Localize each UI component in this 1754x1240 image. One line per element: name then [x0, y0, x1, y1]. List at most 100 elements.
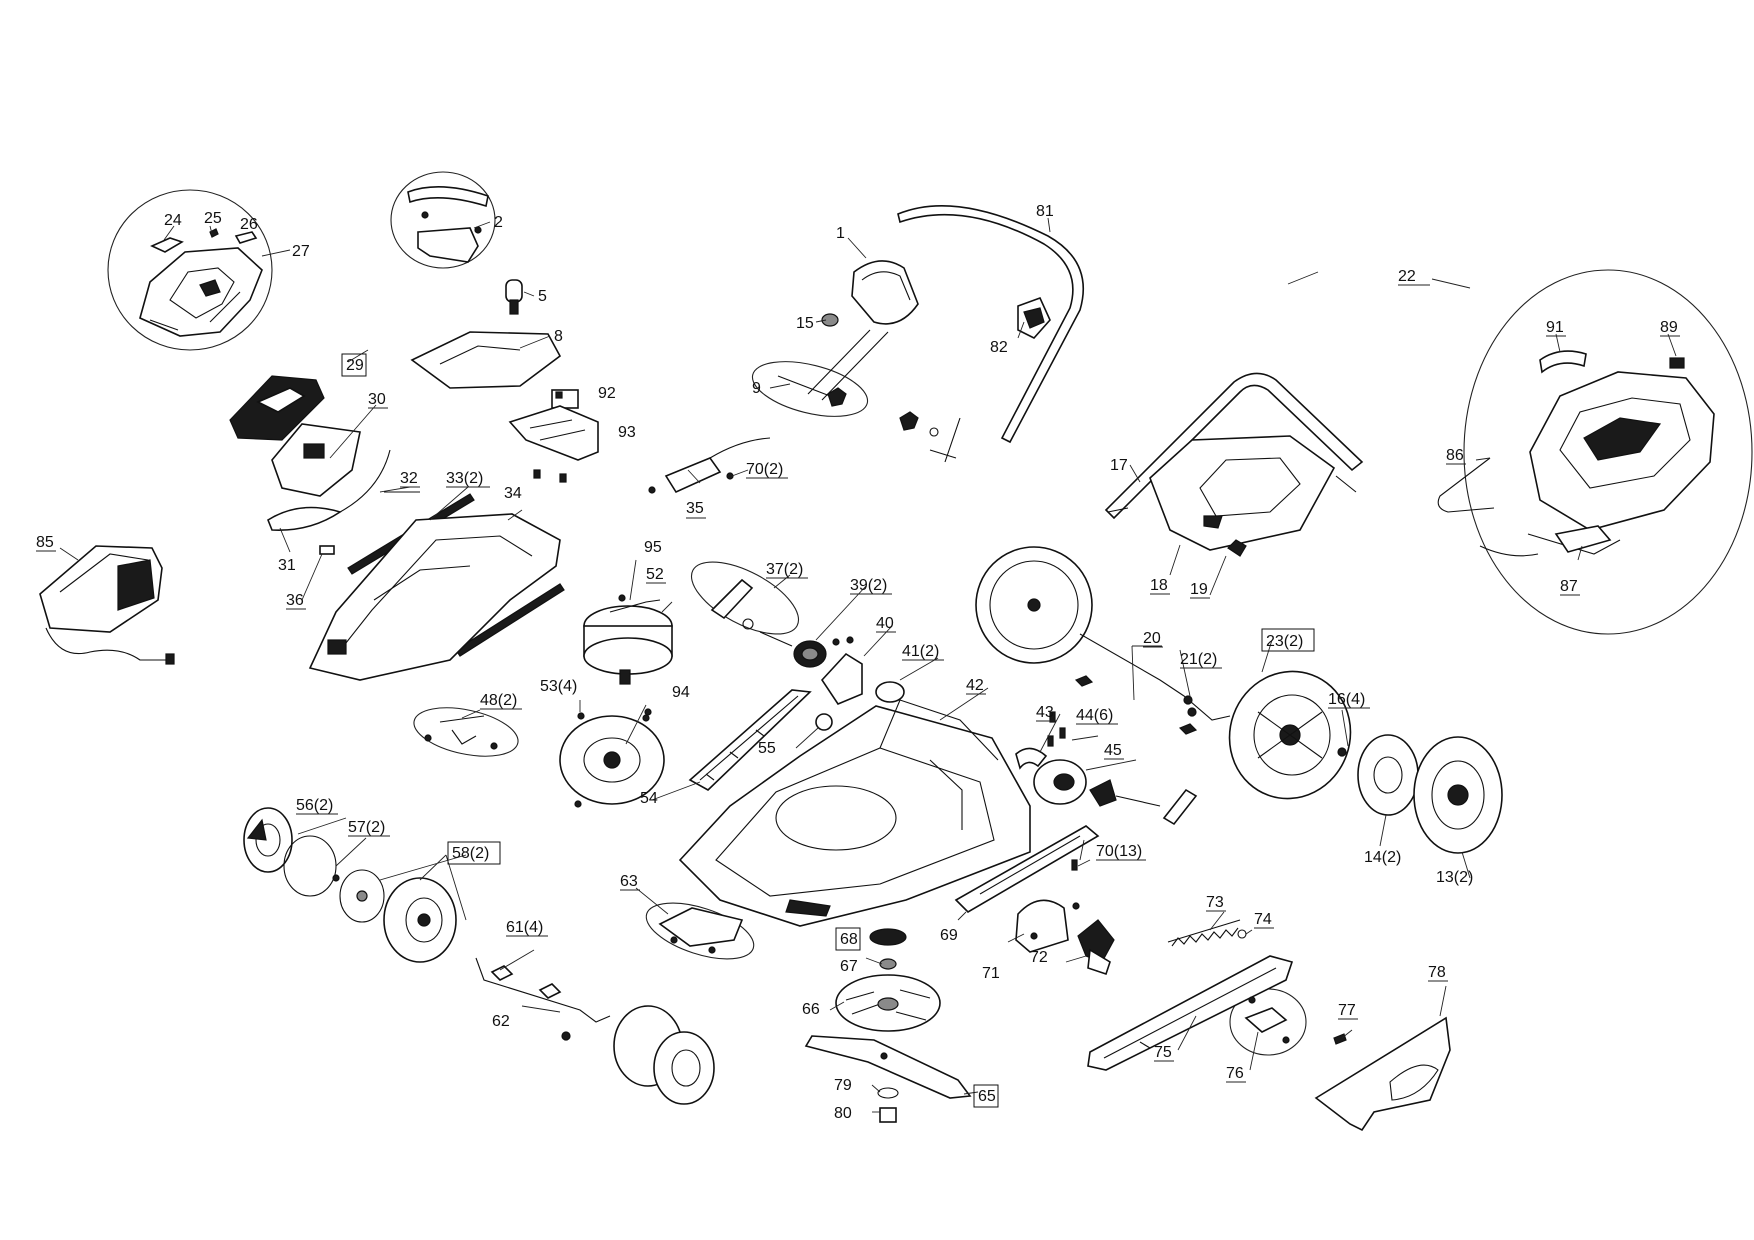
part-72-shaft	[1077, 919, 1115, 976]
label-8: 8	[554, 328, 563, 345]
label-9: 9	[752, 380, 761, 397]
part-68-blade-adapter	[869, 928, 907, 946]
part-78-side-deflector	[1314, 1016, 1451, 1132]
part-94-motor-plate	[559, 714, 665, 808]
part-82-handle-switch	[1017, 296, 1051, 339]
part-39-knob	[793, 640, 827, 668]
part-67-nut	[879, 958, 897, 970]
box-29	[341, 353, 367, 377]
label-93: 93	[618, 424, 636, 441]
part-93-switch-holder	[508, 405, 599, 483]
label-19: 19	[1190, 581, 1208, 598]
part-16-nut	[1337, 747, 1347, 757]
label-85: 85	[36, 534, 54, 551]
label-45: 45	[1104, 742, 1122, 759]
part-40-height-bracket	[820, 636, 863, 705]
label-87: 87	[1560, 578, 1578, 595]
part-front-wheel	[383, 877, 457, 963]
label-40: 40	[876, 615, 894, 632]
group-circle-2	[390, 171, 496, 269]
part-27-battery-cover	[139, 247, 263, 337]
label-1: 1	[836, 225, 845, 242]
label-78: 78	[1428, 964, 1446, 981]
label-16: 16(4)	[1328, 691, 1365, 708]
part-21-clip	[1183, 695, 1197, 717]
part-30-battery-slot	[271, 423, 361, 497]
part-85-charger	[39, 545, 175, 665]
label-91: 91	[1546, 319, 1564, 336]
group-circle-63	[645, 902, 755, 960]
label-82: 82	[990, 339, 1008, 356]
label-26: 26	[240, 216, 258, 233]
part-22-grass-catcher	[1479, 371, 1715, 557]
label-21: 21(2)	[1180, 651, 1217, 668]
label-5: 5	[538, 288, 547, 305]
group-circle-48	[413, 707, 519, 757]
part-75-mulch-plug	[1087, 955, 1294, 1071]
label-14: 14(2)	[1364, 849, 1401, 866]
label-35: 35	[686, 500, 704, 517]
label-29: 29	[346, 357, 364, 374]
label-53: 53(4)	[540, 678, 577, 695]
label-76: 76	[1226, 1065, 1244, 1082]
label-20: 20	[1143, 630, 1161, 647]
part-44-screws	[1047, 711, 1066, 747]
group-circle-37	[690, 561, 800, 635]
part-80-bolt	[879, 1107, 897, 1123]
part-52-motor	[583, 599, 673, 685]
label-66: 66	[802, 1001, 820, 1018]
part-26-clip	[234, 231, 258, 244]
part-62-front-axle	[475, 957, 611, 1041]
label-15: 15	[796, 315, 814, 332]
part-63-scraper-plate	[658, 907, 744, 954]
part-43-bushing	[1015, 747, 1048, 770]
part-71-motor-cover	[1015, 899, 1069, 953]
label-54: 54	[640, 790, 658, 807]
label-43: 43	[1036, 704, 1054, 721]
label-2: 2	[494, 214, 503, 231]
box-23	[1261, 628, 1315, 652]
box-65	[973, 1084, 999, 1108]
label-73: 73	[1206, 894, 1224, 911]
label-57: 57(2)	[348, 819, 385, 836]
group-circle-22	[1463, 269, 1753, 635]
part-45-height-knob	[1033, 759, 1198, 826]
label-41: 41(2)	[902, 643, 939, 660]
part-74-clip	[1237, 929, 1247, 939]
label-89: 89	[1660, 319, 1678, 336]
label-13: 13(2)	[1436, 869, 1473, 886]
label-94: 94	[672, 684, 690, 701]
part-56-hubcap	[243, 807, 293, 873]
part-24-cap	[150, 237, 184, 253]
part-9-handle-fastener	[777, 375, 939, 437]
label-33: 33(2)	[446, 470, 483, 487]
part-37-lever	[710, 578, 793, 647]
group-circle-27	[107, 189, 273, 351]
label-22: 22	[1398, 268, 1416, 285]
part-14-hubcap	[1357, 734, 1419, 816]
label-18: 18	[1150, 577, 1168, 594]
part-23-rear-wheel	[1228, 670, 1352, 800]
part-81-upper-handle	[897, 205, 1084, 463]
label-23: 23(2)	[1266, 633, 1303, 650]
part-17-lower-handle	[1104, 372, 1364, 520]
label-75: 75	[1154, 1044, 1172, 1061]
part-91-bag-handle	[1539, 350, 1587, 374]
label-81: 81	[1036, 203, 1054, 220]
label-30: 30	[368, 391, 386, 408]
label-70a: 70(2)	[746, 461, 783, 478]
part-5-safety-key	[505, 279, 523, 315]
part-1-handle-clamp	[807, 260, 919, 401]
leader-lines	[59, 217, 1677, 1113]
group-circle-9	[751, 361, 869, 417]
part-70b-screws	[1071, 859, 1080, 910]
part-36-connector	[319, 545, 335, 555]
label-underlines	[36, 284, 1680, 1083]
part-19-flap-spring	[1227, 539, 1247, 557]
part-86-frame-wire	[1437, 457, 1495, 513]
label-52: 52	[646, 566, 664, 583]
part-69-side-rail	[954, 825, 1100, 914]
label-70b: 70(13)	[1096, 843, 1142, 860]
part-41-bushing	[875, 681, 905, 703]
box-68	[835, 927, 861, 951]
